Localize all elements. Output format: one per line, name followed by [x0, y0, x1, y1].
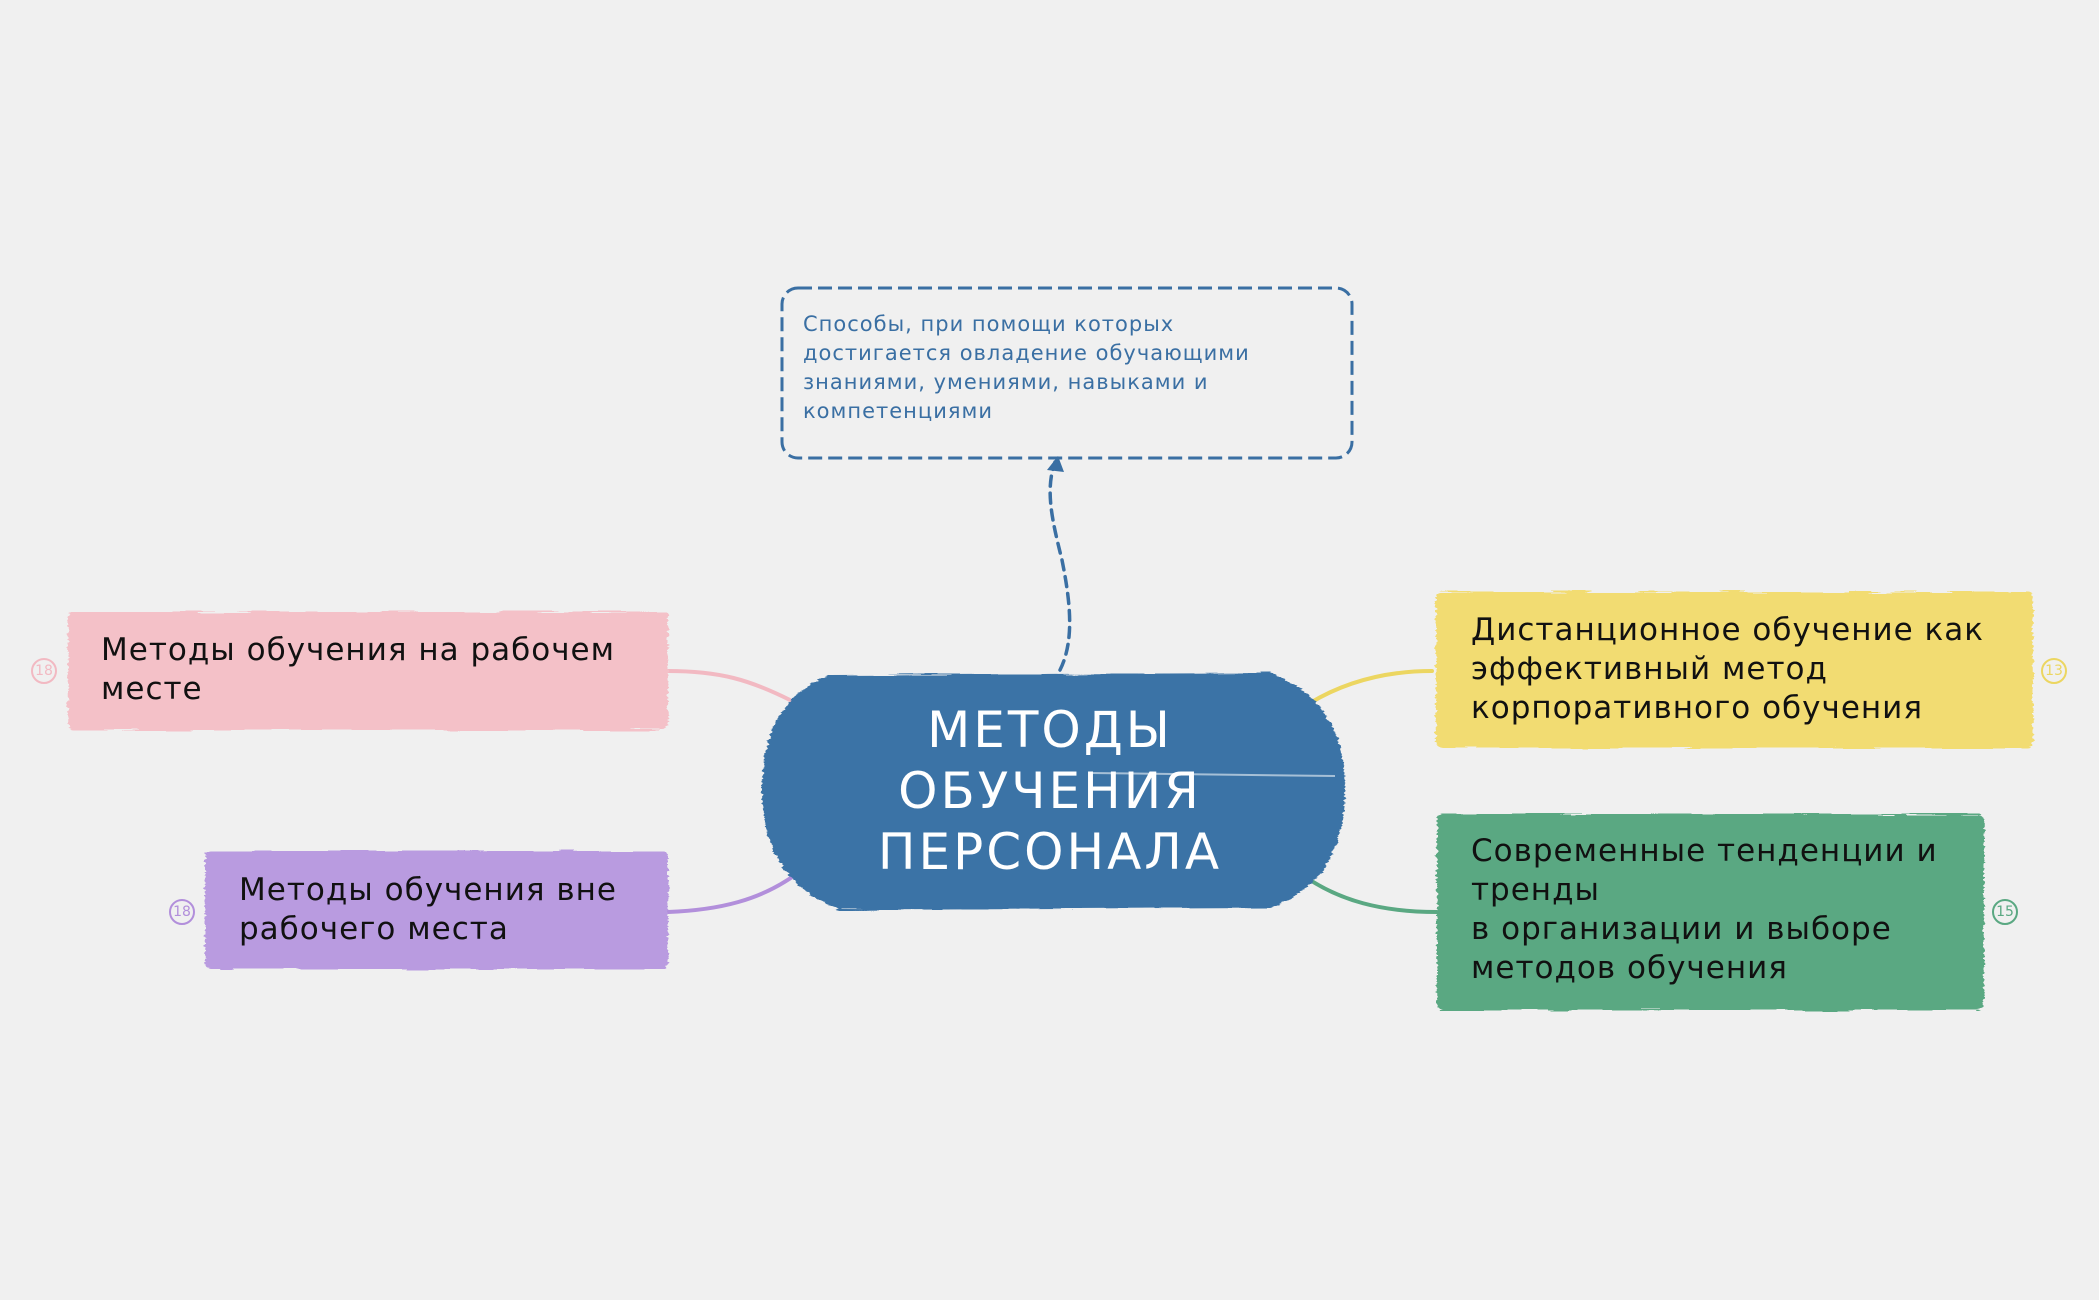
callout-line-4: компетенциями [803, 399, 993, 423]
topic-label-right-top: Дистанционное обучение как эффективный м… [1471, 611, 1984, 728]
central-title-line-2: ОБУЧЕНИЯ [898, 762, 1202, 820]
topic-box-left-bottom[interactable] [205, 851, 668, 969]
callout-box [780, 286, 1354, 460]
topic-label-left-bottom: Методы обучения вне рабочего места [239, 871, 617, 949]
connector-right-bottom [1305, 876, 1439, 914]
topic-left-top-line-2: месте [101, 671, 203, 707]
topic-box-left-top[interactable] [68, 612, 668, 730]
topic-label-left-top: Методы обучения на рабочем месте [101, 631, 615, 709]
collapse-count-badge-left-bottom[interactable]: 18 [169, 899, 195, 925]
callout-arrow-head-icon [1047, 456, 1064, 472]
callout-line-2: достигается овладение обучающими [803, 341, 1250, 365]
topic-right-top-line-3: корпоративного обучения [1471, 690, 1923, 726]
topic-right-top-line-2: эффективный метод [1471, 651, 1828, 687]
topic-right-top-line-1: Дистанционное обучение как [1471, 612, 1984, 648]
topic-left-bottom-line-2: рабочего места [239, 911, 509, 947]
topic-right-bottom-line-3: в организации и выборе [1471, 911, 1892, 947]
collapse-count-badge-right-bottom[interactable]: 15 [1992, 899, 2018, 925]
central-title-line-1: МЕТОДЫ [927, 701, 1173, 759]
central-title-line-3: ПЕРСОНАЛА [877, 823, 1223, 881]
topic-right-bottom-line-4: методов обучения [1471, 950, 1788, 986]
topic-box-right-bottom[interactable] [1437, 814, 1984, 1010]
connector-right-top [1308, 669, 1434, 705]
topic-left-bottom-line-1: Методы обучения вне [239, 872, 617, 908]
callout-line-1: Способы, при помощи которых [803, 312, 1175, 336]
central-node-highlight [1089, 772, 1336, 777]
connector-left-bottom [666, 873, 797, 914]
collapse-count-badge-left-top[interactable]: 18 [31, 658, 57, 684]
topic-left-top-line-1: Методы обучения на рабочем [101, 632, 615, 668]
topic-right-bottom-line-2: тренды [1471, 872, 1600, 908]
collapse-count-badge-right-top[interactable]: 13 [2041, 658, 2067, 684]
callout-line-3: знаниями, умениями, навыками и [803, 370, 1209, 394]
topic-label-right-bottom: Современные тенденции и тренды в организ… [1471, 832, 1938, 988]
central-topic-title: МЕТОДЫ ОБУЧЕНИЯ ПЕРСОНАЛА [770, 700, 1330, 883]
callout-arrow [1048, 460, 1072, 672]
callout-description: Способы, при помощи которых достигается … [803, 310, 1343, 426]
topic-box-right-top[interactable] [1436, 592, 2033, 748]
central-topic-node[interactable] [762, 673, 1345, 910]
connector-left-top [666, 669, 792, 702]
topic-right-bottom-line-1: Современные тенденции и [1471, 833, 1938, 869]
